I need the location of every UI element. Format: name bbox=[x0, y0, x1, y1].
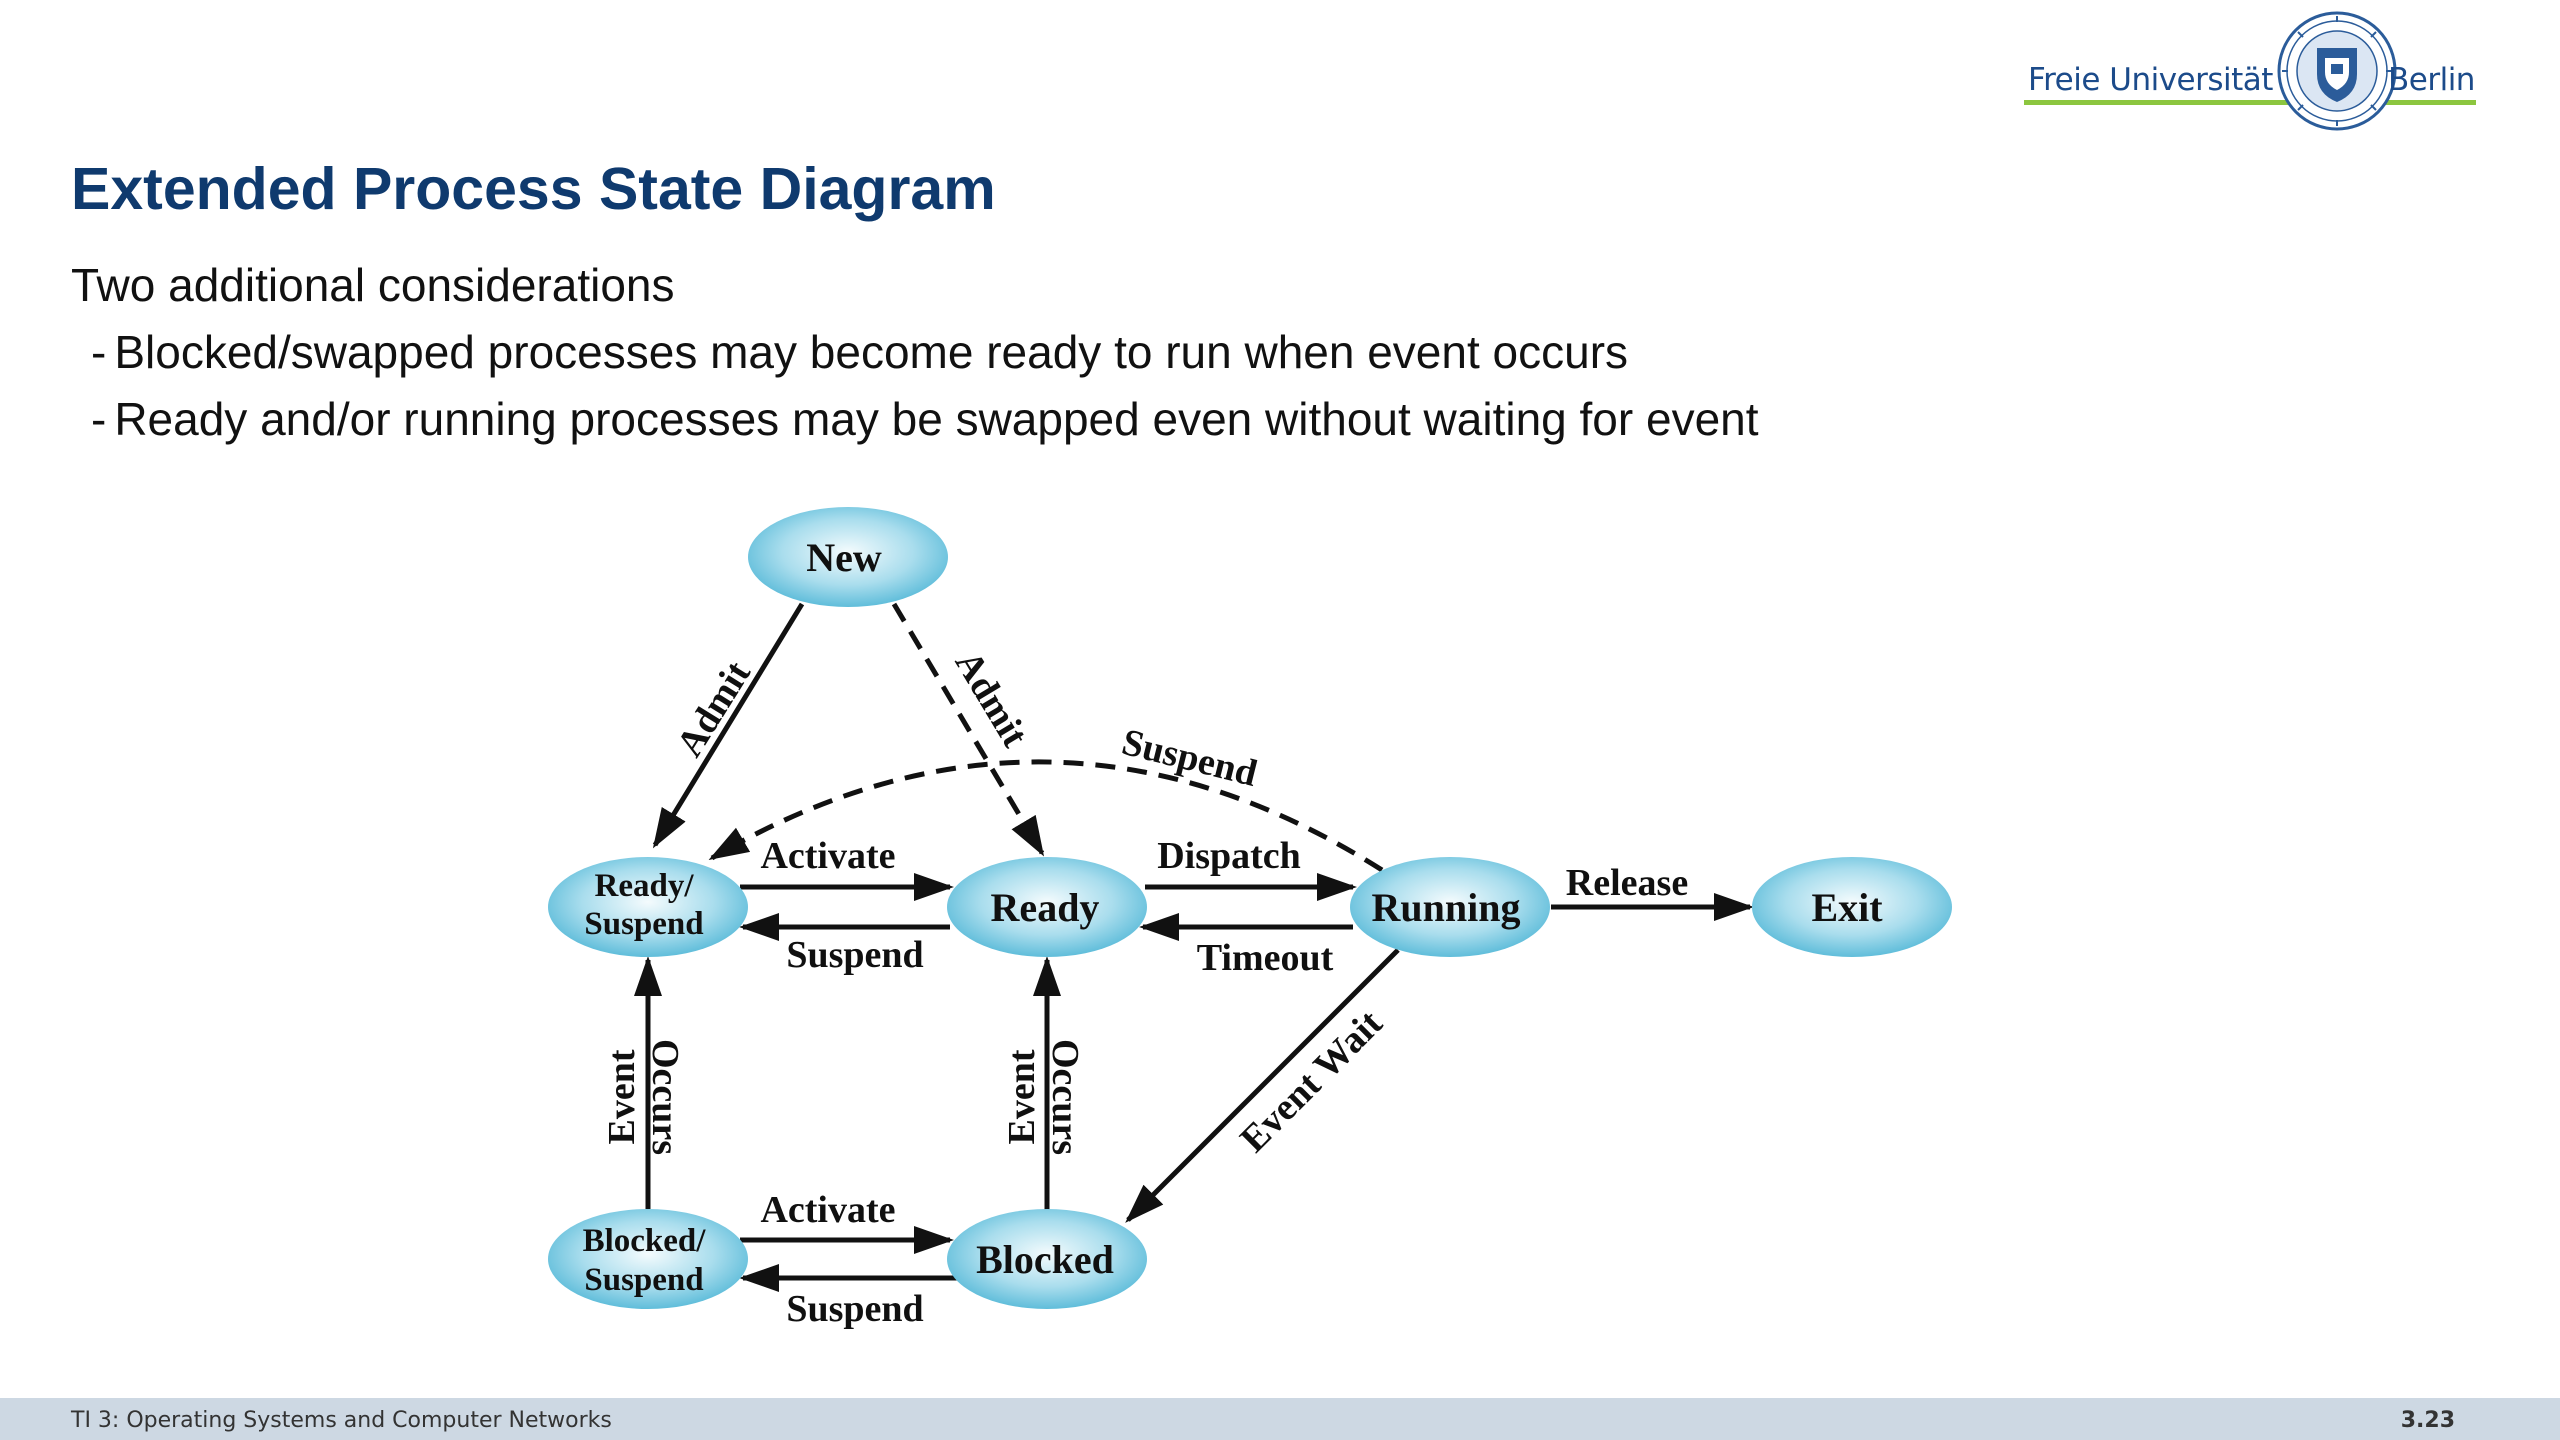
state-label-ready: Ready bbox=[991, 885, 1100, 930]
state-blocked: Blocked bbox=[947, 1209, 1147, 1309]
edge-label-dispatch: Dispatch bbox=[1157, 835, 1301, 877]
state-label-ready-suspend-line1: Ready/ bbox=[595, 868, 695, 904]
state-ready-suspend: Ready/ Suspend bbox=[548, 857, 748, 957]
state-exit: Exit bbox=[1752, 857, 1952, 957]
state-ready: Ready bbox=[947, 857, 1147, 957]
slide-title: Extended Process State Diagram bbox=[71, 156, 996, 222]
edge-label-activate-top: Activate bbox=[760, 835, 895, 877]
state-label-new: New bbox=[806, 535, 882, 580]
state-label-running: Running bbox=[1372, 885, 1521, 930]
state-new: New bbox=[748, 507, 948, 607]
edge-label-admit-left: Admit bbox=[668, 654, 759, 764]
course-title: TI 3: Operating Systems and Computer Net… bbox=[71, 1408, 612, 1433]
state-label-exit: Exit bbox=[1811, 885, 1883, 930]
edge-label-occurs-left: Occurs bbox=[644, 1039, 686, 1155]
edge-admit-new-to-ready bbox=[891, 602, 1045, 857]
bullet-text: Blocked/swapped processes may become rea… bbox=[114, 326, 1629, 378]
state-running: Running bbox=[1350, 857, 1550, 957]
university-seal-icon bbox=[2277, 11, 2397, 131]
university-logo: Freie Universität Berlin bbox=[2020, 10, 2480, 135]
state-label-blocked-suspend-line2: Suspend bbox=[584, 1262, 703, 1298]
bullet-text: Ready and/or running processes may be sw… bbox=[114, 393, 1759, 445]
intro-text: Two additional considerations bbox=[71, 259, 675, 311]
edge-label-suspend-bottom: Suspend bbox=[786, 1288, 923, 1330]
edge-label-occurs-mid: Occurs bbox=[1044, 1039, 1086, 1155]
edge-label-event-mid: Event bbox=[1001, 1049, 1043, 1144]
edge-label-timeout: Timeout bbox=[1197, 937, 1334, 979]
edge-suspend-running-to-ready-suspend bbox=[708, 759, 1384, 873]
edge-admit-new-to-ready-suspend bbox=[652, 602, 805, 849]
edge-label-suspend-mid: Suspend bbox=[786, 934, 923, 976]
logo-underline bbox=[2024, 100, 2476, 105]
state-label-ready-suspend-line2: Suspend bbox=[584, 906, 703, 942]
page-number: 3.23 bbox=[2400, 1408, 2455, 1433]
state-label-blocked: Blocked bbox=[976, 1237, 1114, 1282]
state-blocked-suspend: Blocked/ Suspend bbox=[548, 1209, 748, 1309]
logo-text-right: Berlin bbox=[2388, 62, 2475, 98]
edge-label-activate-bottom: Activate bbox=[760, 1189, 895, 1231]
bullet-marker: - bbox=[91, 393, 107, 445]
slide-footer: TI 3: Operating Systems and Computer Net… bbox=[0, 1398, 2560, 1440]
logo-text-left: Freie Universität bbox=[2028, 62, 2273, 98]
bullet-item: -Ready and/or running processes may be s… bbox=[91, 392, 1759, 446]
edge-label-event-left: Event bbox=[601, 1049, 643, 1144]
bullet-item: -Blocked/swapped processes may become re… bbox=[91, 325, 1628, 379]
edge-label-release: Release bbox=[1566, 862, 1688, 904]
state-label-blocked-suspend-line1: Blocked/ bbox=[583, 1223, 707, 1259]
bullet-marker: - bbox=[91, 326, 107, 378]
edge-label-admit-right: Admit bbox=[947, 644, 1036, 755]
edge-event-wait bbox=[1125, 948, 1400, 1223]
edge-label-event-wait: Event Wait bbox=[1232, 1002, 1391, 1161]
